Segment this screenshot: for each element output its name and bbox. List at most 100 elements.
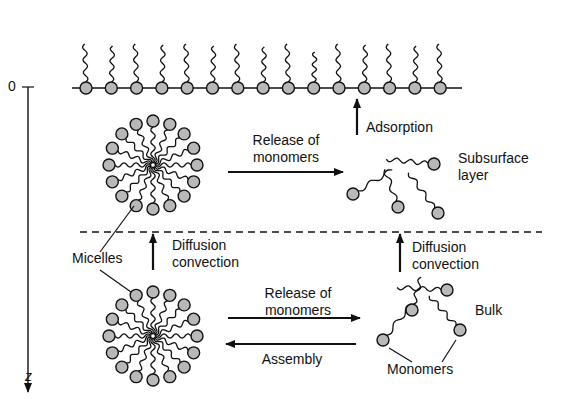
surfactant-tail	[118, 336, 151, 352]
surfactant-tail	[155, 337, 188, 351]
surfactant-head	[409, 82, 421, 94]
surfactant-head	[164, 289, 176, 301]
surfactant-tail	[118, 321, 151, 335]
surfactant-head	[432, 207, 444, 219]
surfactant-tail	[155, 166, 188, 180]
surfactant-tail	[115, 334, 151, 338]
subsurface-boundary	[80, 231, 542, 232]
surfactant-head	[116, 128, 128, 140]
release-arrow	[228, 171, 343, 173]
leader-line	[442, 340, 456, 362]
surfactant-head	[428, 158, 440, 170]
surfactant-head	[147, 286, 159, 298]
surfactant-tail	[151, 298, 155, 334]
surfactant-tail	[312, 52, 317, 82]
surfactant-head	[147, 203, 159, 215]
figure-label: Release of monomers	[252, 285, 344, 319]
figure-label: Release of monomers	[240, 132, 332, 166]
figure-label: Diffusion convection	[412, 239, 494, 273]
surfactant-head	[257, 82, 269, 94]
subsurface-monomers	[347, 158, 444, 219]
surfactant-tail	[386, 44, 391, 82]
surfactant-tail	[154, 301, 168, 334]
surfactant-tail	[153, 338, 169, 371]
surfactant-head	[130, 118, 142, 130]
adsorbed-layer	[80, 44, 446, 94]
surfactant-tail	[153, 167, 169, 200]
surfactant-head	[106, 142, 118, 154]
axis-label: 0	[8, 78, 24, 95]
surfactant-head	[116, 361, 128, 373]
surfactant-head	[377, 334, 389, 346]
figure-label: Bulk	[475, 302, 525, 319]
surfactant-head	[147, 115, 159, 127]
surfactant-head	[178, 299, 190, 311]
surfactant-tail	[285, 44, 290, 82]
assembly-arrow	[226, 343, 356, 345]
leader-line	[100, 206, 134, 252]
surfactant-head	[103, 159, 115, 171]
micelle	[103, 115, 203, 215]
surfactant-tail	[358, 170, 392, 191]
surfactant-tail	[261, 47, 266, 82]
surfactant-head	[333, 82, 345, 94]
figure-label: Monomers	[387, 361, 471, 378]
leader-line	[389, 348, 412, 362]
adsorption-arrow	[356, 99, 358, 135]
surfactant-head	[178, 128, 190, 140]
surfactant-head	[232, 82, 244, 94]
surfactant-head	[188, 176, 200, 188]
figure-label: Assembly	[246, 351, 338, 368]
surfactant-head	[106, 313, 118, 325]
surfactant-head	[406, 304, 418, 316]
surfactant-head	[358, 82, 370, 94]
surfactant-tail	[429, 296, 456, 326]
depth-axis	[27, 87, 28, 392]
surfactant-head	[282, 82, 294, 94]
figure-label: Diffusion convection	[172, 237, 254, 271]
surfactant-tail	[137, 301, 153, 334]
surfactant-head	[164, 200, 176, 212]
surfactant-tail	[110, 46, 115, 82]
surfactant-tail	[118, 165, 151, 181]
surfactant-tail	[138, 338, 152, 371]
surfactant-head	[178, 190, 190, 202]
surfactant-head	[178, 361, 190, 373]
surfactant-head	[147, 374, 159, 386]
surfactant-head	[191, 330, 203, 342]
micelle	[103, 286, 203, 386]
surfactant-head	[392, 201, 404, 213]
surfactant-tail	[154, 130, 168, 163]
diffusion-arrow	[399, 234, 401, 272]
surfactant-tail	[151, 167, 155, 203]
surfactant-head	[130, 289, 142, 301]
surfactant-head	[106, 176, 118, 188]
surfactant-tail	[138, 167, 152, 200]
surfactant-tail	[384, 169, 397, 201]
surfactant-tail	[211, 46, 216, 82]
axis-label: z	[25, 368, 41, 385]
surfactant-tail	[160, 45, 165, 82]
surfactant-head	[164, 118, 176, 130]
figure-label: Subsurface layer	[458, 150, 544, 184]
surfactant-tail	[151, 338, 155, 374]
diffusion-arrow	[152, 234, 154, 270]
surfactant-head	[106, 347, 118, 359]
surfactant-tail	[408, 173, 434, 209]
surfactant-head	[116, 299, 128, 311]
surfactant-head	[181, 82, 193, 94]
surfactant-tail	[133, 44, 138, 82]
surfactant-head	[103, 330, 115, 342]
surfactant-head	[80, 82, 92, 94]
surfactant-head	[347, 188, 359, 200]
bulk-monomers	[377, 277, 466, 346]
surfactant-tail	[83, 44, 88, 82]
surfactant-tail	[386, 158, 428, 164]
surfactant-tail	[155, 149, 188, 165]
surfactant-tail	[155, 320, 188, 336]
surfactant-tail	[413, 46, 418, 82]
surfactant-head	[188, 313, 200, 325]
surfactant-head	[207, 82, 219, 94]
